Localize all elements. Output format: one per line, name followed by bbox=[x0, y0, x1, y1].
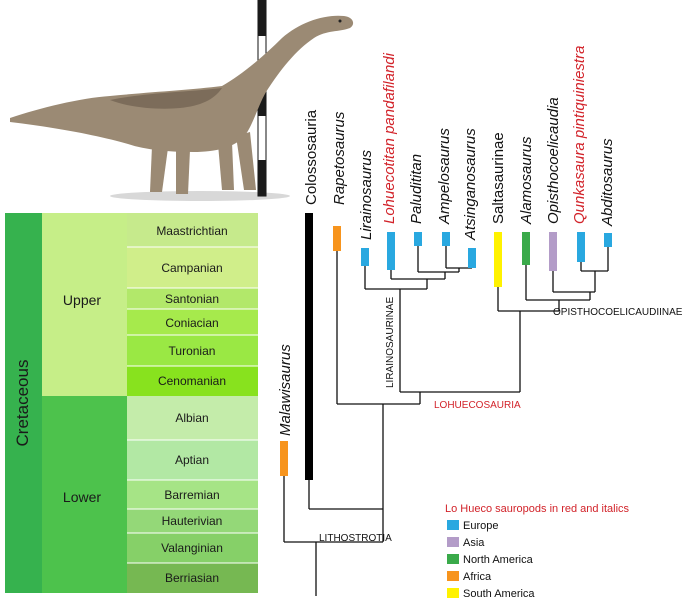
range-bar-paludititan bbox=[414, 232, 422, 246]
range-bar-saltasaurinae bbox=[494, 232, 502, 287]
cladogram-tree bbox=[283, 246, 609, 596]
clade-label-lirainosaurinae: LIRAINOSAURINAE bbox=[385, 297, 396, 388]
taxon-label-paludititan: Paludititan bbox=[408, 154, 425, 224]
range-bar-abditosaurus bbox=[604, 233, 612, 247]
legend-swatch-africa bbox=[447, 571, 459, 581]
legend-label-asia: Asia bbox=[463, 537, 485, 549]
clade-label-lohuecosauria: LOHUECOSAURIA bbox=[434, 400, 521, 411]
legend-label-africa: Africa bbox=[463, 571, 492, 583]
period-column bbox=[5, 213, 42, 593]
epoch-label-upper: Upper bbox=[63, 292, 101, 308]
taxon-label-lirainosaurus: Lirainosaurus bbox=[358, 149, 375, 240]
taxon-label-saltasaurinae: Saltasaurinae bbox=[490, 132, 507, 224]
legend-swatch-south-america bbox=[447, 588, 459, 598]
stage-cell-maastrichtian bbox=[127, 213, 258, 247]
epoch-column-lower bbox=[42, 396, 127, 593]
stage-label-hauterivian: Hauterivian bbox=[162, 514, 223, 528]
stage-label-valanginian: Valanginian bbox=[161, 541, 223, 555]
range-bar-opisthocoelicaudia bbox=[549, 232, 557, 271]
stage-label-berriasian: Berriasian bbox=[165, 571, 219, 585]
ground-shadow bbox=[110, 191, 290, 201]
stage-cell-coniacian bbox=[127, 309, 258, 335]
taxon-label-ampelosaurus: Ampelosaurus bbox=[436, 128, 453, 225]
range-bar-alamosaurus bbox=[522, 232, 530, 265]
stage-cell-aptian bbox=[127, 440, 258, 480]
stage-label-aptian: Aptian bbox=[175, 453, 209, 467]
stage-cell-albian bbox=[127, 396, 258, 440]
legend-swatch-north-america bbox=[447, 554, 459, 564]
taxon-label-alamosaurus: Alamosaurus bbox=[518, 136, 535, 225]
stage-cell-hauterivian bbox=[127, 509, 258, 533]
taxon-label-rapetosaurus: Rapetosaurus bbox=[331, 111, 348, 205]
stage-label-barremian: Barremian bbox=[164, 488, 219, 502]
range-bar-ampelosaurus bbox=[442, 232, 450, 246]
stage-cell-valanginian bbox=[127, 533, 258, 563]
range-bar-lohuecotitan bbox=[387, 232, 395, 270]
range-bar-rapetosaurus bbox=[333, 226, 341, 251]
sauropod-eye bbox=[338, 19, 342, 23]
range-bars bbox=[280, 213, 612, 480]
legend-label-europe: Europe bbox=[463, 520, 498, 532]
taxon-label-atsinganosaurus: Atsinganosaurus bbox=[462, 128, 479, 241]
stage-dividers bbox=[127, 246, 258, 564]
sauropod-body bbox=[10, 15, 354, 194]
range-bar-atsinganosaurus bbox=[468, 248, 476, 268]
range-bar-qunkasaura bbox=[577, 232, 585, 262]
taxon-label-colossosauria: Colossosauria bbox=[303, 109, 320, 205]
stage-cell-santonian bbox=[127, 288, 258, 309]
legend-swatch-europe bbox=[447, 520, 459, 530]
legend-label-north-america: North America bbox=[463, 554, 534, 566]
geologic-timescale: Cretaceous Upper Lower Maastrichtian Cam… bbox=[5, 213, 258, 593]
taxon-label-qunkasaura: Qunkasaura pintiquiniestra bbox=[571, 46, 588, 224]
taxon-label-malawisaurus: Malawisaurus bbox=[277, 344, 294, 436]
stage-label-maastrichtian: Maastrichtian bbox=[156, 224, 227, 238]
range-bar-malawisaurus bbox=[280, 441, 288, 476]
stage-cell-berriasian bbox=[127, 563, 258, 593]
epoch-column-upper bbox=[42, 213, 127, 396]
stage-cell-barremian bbox=[127, 480, 258, 509]
clade-label-lithostrotia: LITHOSTROTIA bbox=[319, 533, 392, 544]
stage-label-albian: Albian bbox=[175, 411, 208, 425]
epoch-label-lower: Lower bbox=[63, 489, 101, 505]
sauropod-back-shading bbox=[110, 88, 222, 109]
range-bar-lirainosaurus bbox=[361, 248, 369, 266]
taxon-label-opisthocoelicaudia: Opisthocoelicaudia bbox=[545, 97, 562, 224]
clade-label-opisthocoelicaudiinae: OPISTHOCOELICAUDIINAE bbox=[553, 307, 683, 318]
taxon-label-abditosaurus: Abditosaurus bbox=[599, 138, 616, 227]
taxon-label-lohuecotitan: Lohuecotitan pandafilandi bbox=[381, 52, 398, 224]
taxon-labels: Malawisaurus Colossosauria Rapetosaurus … bbox=[277, 46, 616, 436]
stage-cell-cenomanian bbox=[127, 366, 258, 396]
stage-label-campanian: Campanian bbox=[161, 261, 222, 275]
clade-labels: LITHOSTROTIA LOHUECOSAURIA LIRAINOSAURIN… bbox=[319, 297, 683, 544]
legend-label-south-america: South America bbox=[463, 588, 535, 600]
stage-label-coniacian: Coniacian bbox=[165, 316, 218, 330]
legend-swatch-asia bbox=[447, 537, 459, 547]
stage-label-santonian: Santonian bbox=[165, 292, 219, 306]
range-bar-colossosauria bbox=[305, 213, 313, 480]
stage-label-cenomanian: Cenomanian bbox=[158, 374, 226, 388]
stage-cell-turonian bbox=[127, 335, 258, 366]
stage-label-turonian: Turonian bbox=[169, 344, 216, 358]
stage-cell-campanian bbox=[127, 247, 258, 288]
legend: Lo Hueco sauropods in red and italics Eu… bbox=[445, 503, 630, 600]
period-label: Cretaceous bbox=[13, 360, 32, 447]
sauropod-illustration bbox=[10, 0, 354, 201]
legend-title: Lo Hueco sauropods in red and italics bbox=[445, 503, 630, 515]
